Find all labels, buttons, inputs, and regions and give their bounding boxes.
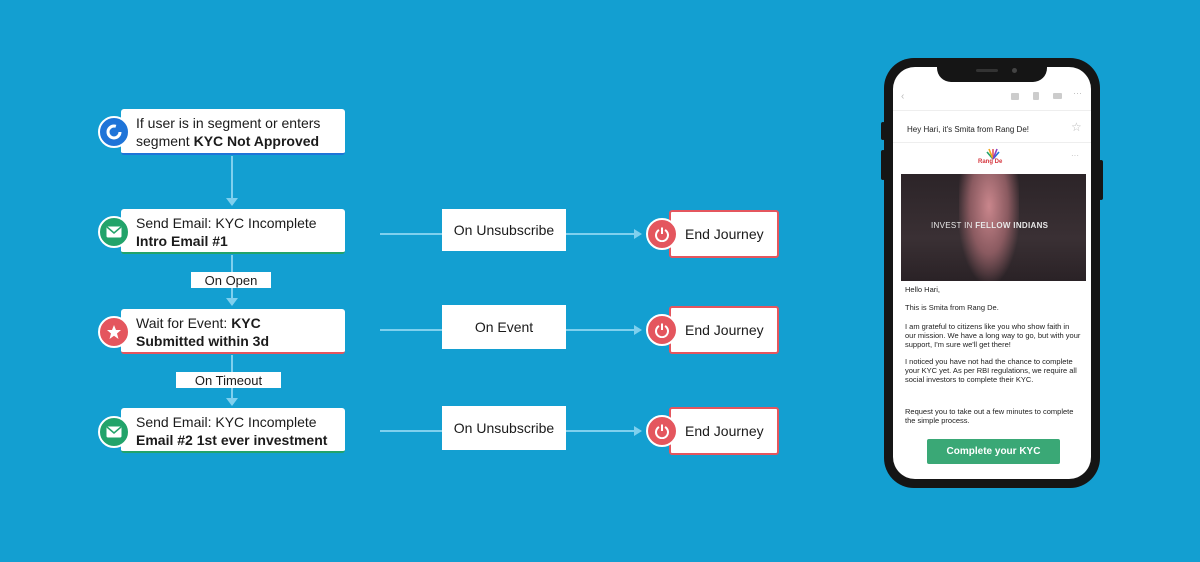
step2-event-b: Submitted within 3d — [136, 333, 269, 349]
email-subject: Hey Hari, it's Smita from Rang De! — [907, 125, 1030, 134]
email-banner: INVEST IN FELLOW INDIANS — [901, 174, 1086, 281]
email-icon — [98, 416, 130, 448]
back-icon[interactable]: ‹ — [901, 91, 905, 102]
banner-text-bold: FELLOW INDIANS — [975, 221, 1049, 230]
phone-notch — [937, 62, 1047, 82]
trigger-line1: If user is in segment or enters — [136, 115, 321, 131]
end-journey-node-3[interactable]: End Journey — [669, 407, 779, 455]
banner-text: INVEST IN FELLOW INDIANS — [931, 221, 1048, 230]
more-icon[interactable]: ··· — [1073, 88, 1082, 98]
phone-side-button — [881, 150, 885, 180]
speaker-icon — [976, 69, 998, 72]
toolbar-divider — [893, 110, 1091, 111]
trigger-line2-prefix: segment — [136, 133, 194, 149]
branch-on-event[interactable]: On Event — [442, 305, 566, 349]
rangde-logo — [985, 147, 1001, 160]
end-journey-label: End Journey — [685, 423, 764, 439]
send-email-node-1[interactable]: Send Email: KYC Incomplete Intro Email #… — [121, 209, 345, 254]
power-icon — [646, 415, 678, 447]
phone-screen: ‹ ··· Hey Hari, it's Smita from Rang De!… — [893, 67, 1091, 479]
power-icon — [646, 218, 678, 250]
email-paragraph-4: Request you to take out a few minutes to… — [905, 407, 1074, 425]
send-email-node-2[interactable]: Send Email: KYC Incomplete Email #2 1st … — [121, 408, 345, 453]
camera-icon — [1012, 68, 1017, 73]
step3-line1: Send Email: KYC Incomplete — [136, 414, 317, 430]
phone-side-button — [881, 122, 885, 140]
step2-prefix: Wait for Event: — [136, 315, 232, 331]
connector-on-timeout: On Timeout — [176, 372, 281, 388]
more-icon[interactable]: ··· — [1071, 151, 1079, 160]
trash-icon[interactable] — [1033, 92, 1039, 100]
segment-icon — [98, 116, 130, 148]
email-paragraph-1: This is Smita from Rang De. — [905, 303, 999, 312]
end-journey-node-2[interactable]: End Journey — [669, 306, 779, 354]
step1-line1: Send Email: KYC Incomplete — [136, 215, 317, 231]
mail-icon[interactable] — [1053, 93, 1062, 99]
connector-on-open: On Open — [191, 272, 271, 288]
email-icon — [98, 216, 130, 248]
end-journey-label: End Journey — [685, 226, 764, 242]
step2-event-a: KYC — [231, 315, 261, 331]
banner-text-prefix: INVEST IN — [931, 221, 976, 230]
complete-kyc-button[interactable]: Complete your KYC — [927, 439, 1060, 464]
step3-email-name: Email #2 1st ever investment — [136, 432, 328, 448]
branch-on-unsubscribe-1[interactable]: On Unsubscribe — [442, 209, 566, 251]
step1-email-name: Intro Email #1 — [136, 233, 228, 249]
email-paragraph-3: I noticed you have not had the chance to… — [905, 357, 1077, 384]
logo-text: Rang De — [978, 159, 1003, 165]
email-paragraph-2: I am grateful to citizens like you who s… — [905, 322, 1081, 349]
phone-side-button — [1099, 160, 1103, 200]
wait-event-node[interactable]: Wait for Event: KYC Submitted within 3d — [121, 309, 345, 354]
end-journey-node-1[interactable]: End Journey — [669, 210, 779, 258]
email-greeting: Hello Hari, — [905, 285, 941, 294]
archive-icon[interactable] — [1011, 93, 1019, 100]
trigger-segment-name: KYC Not Approved — [193, 133, 320, 149]
star-icon — [98, 316, 130, 348]
star-icon[interactable]: ☆ — [1071, 120, 1082, 134]
power-icon — [646, 314, 678, 346]
trigger-node[interactable]: If user is in segment or enters segment … — [121, 109, 345, 155]
banner-figure — [959, 174, 1019, 281]
subject-divider — [893, 142, 1091, 143]
end-journey-label: End Journey — [685, 322, 764, 338]
branch-on-unsubscribe-2[interactable]: On Unsubscribe — [442, 406, 566, 450]
